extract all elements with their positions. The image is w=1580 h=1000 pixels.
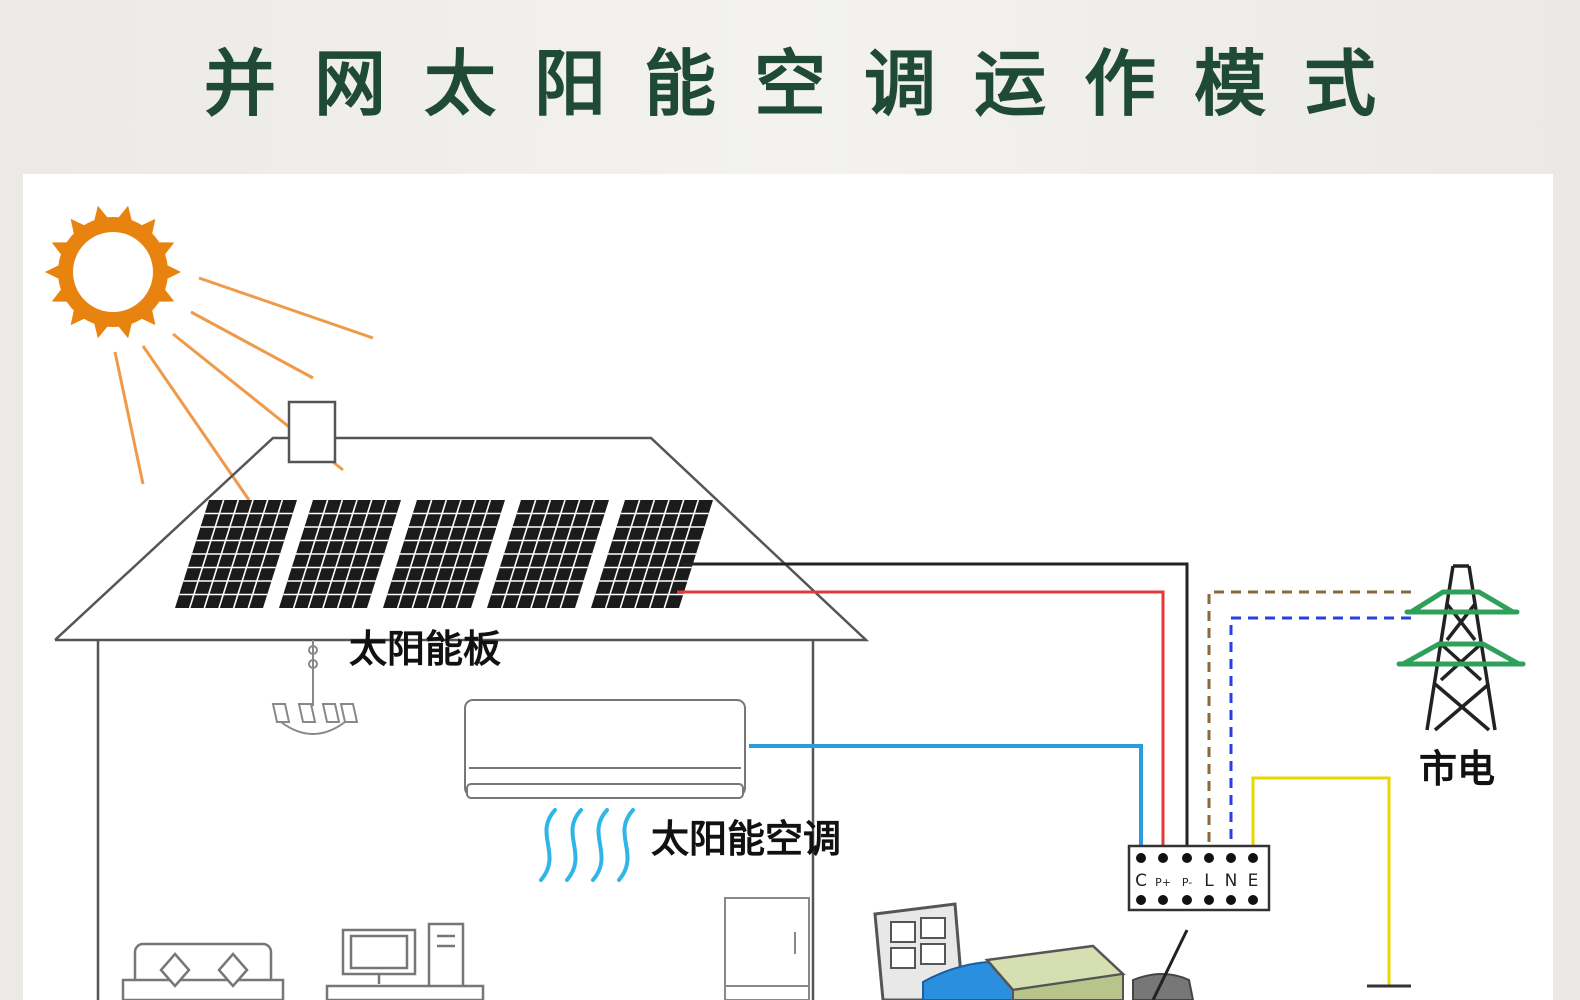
terminal-screw — [1136, 853, 1146, 863]
terminal-screw — [1158, 895, 1168, 905]
solar-panel — [591, 499, 713, 609]
terminal-label: C — [1135, 871, 1147, 891]
terminal-screw — [1248, 895, 1258, 905]
diagram-panel: 太阳能板 太阳能空调 市电 — [23, 174, 1553, 1000]
terminal-label: P- — [1182, 876, 1192, 889]
refrigerator-icon — [724, 897, 810, 1000]
computer-icon — [325, 922, 485, 1000]
neutral-wire — [1229, 616, 1411, 856]
terminal-screw — [1226, 895, 1236, 905]
terminal-screw — [1136, 895, 1146, 905]
power-tower-icon — [1396, 564, 1526, 732]
sun-icon — [45, 205, 181, 339]
terminal-screw — [1204, 853, 1214, 863]
solar-ac-label: 太阳能空调 — [651, 817, 841, 861]
earth-wire — [1251, 776, 1411, 988]
terminal-label: N — [1225, 871, 1238, 891]
terminal-screw — [1182, 895, 1192, 905]
page-title: 并网太阳能空调运作模式 — [203, 42, 1414, 126]
terminal-screw — [1248, 853, 1258, 863]
airflow-icon — [539, 808, 635, 882]
sun-spike — [164, 263, 181, 281]
solar-panel — [175, 499, 297, 609]
terminal-label: P+ — [1155, 876, 1171, 889]
solar-panel-array — [175, 499, 713, 609]
grid-label: 市电 — [1419, 747, 1495, 791]
sun-spike — [45, 263, 62, 281]
sun-rays — [113, 276, 374, 501]
solar-panel — [383, 499, 505, 609]
air-conditioner-unit — [464, 699, 746, 799]
terminal-screw — [1204, 895, 1214, 905]
communication-wire — [749, 744, 1143, 856]
solar-panel-label: 太阳能板 — [349, 627, 501, 671]
solar-equipment — [873, 902, 1195, 1000]
terminal-screw — [1182, 853, 1192, 863]
sofa-icon — [121, 942, 285, 1000]
terminal-label: E — [1248, 871, 1259, 891]
pv-positive-wire — [677, 590, 1165, 856]
terminal-screw — [1226, 853, 1236, 863]
terminal-label: L — [1204, 871, 1214, 891]
house — [54, 400, 870, 1000]
chandelier-icon — [271, 640, 359, 735]
solar-panel — [487, 499, 609, 609]
terminal-screw — [1158, 853, 1168, 863]
live-wire — [1207, 590, 1411, 856]
solar-panel — [279, 499, 401, 609]
pv-negative-wire — [683, 562, 1189, 856]
system-diagram: 太阳能板 太阳能空调 市电 — [45, 205, 1526, 1000]
